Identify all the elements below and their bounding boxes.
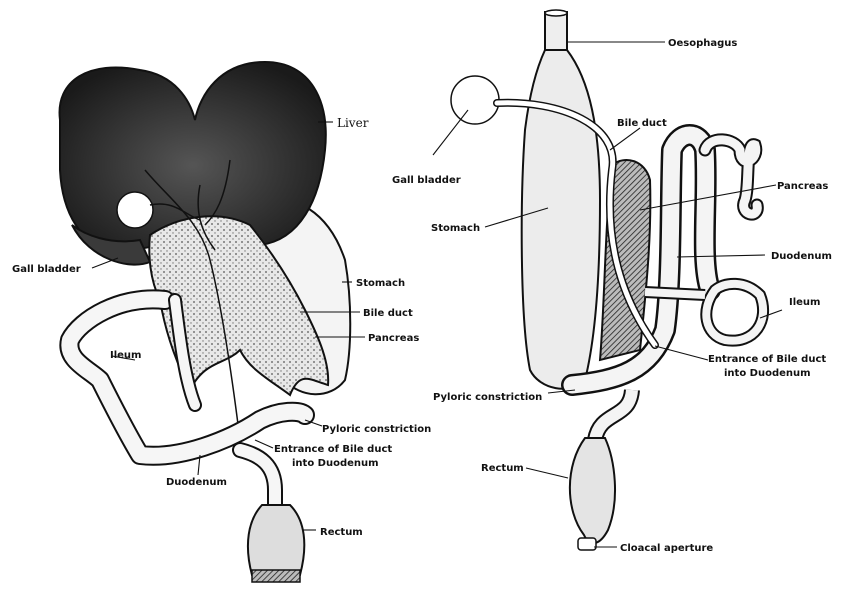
- label-oesophagus: Oesophagus: [668, 38, 737, 49]
- left-rectum: [246, 504, 306, 576]
- label-entrance-bile-duct-2: into Duodenum: [292, 458, 379, 469]
- left-pancreas: [148, 215, 330, 397]
- label-stomach: Stomach: [356, 278, 405, 289]
- label-right-entrance-2: into Duodenum: [724, 368, 811, 379]
- left-figure: Liver Gall bladder Stomach Bile duct Pan…: [12, 60, 431, 583]
- label-rectum: Rectum: [320, 527, 363, 538]
- right-figure: Oesophagus Bile duct Gall bladder Pancre…: [392, 9, 832, 554]
- label-right-ileum: Ileum: [789, 297, 820, 308]
- label-right-bile-duct: Bile duct: [617, 118, 667, 129]
- cloacal-aperture: [577, 537, 597, 551]
- right-gall-bladder: [450, 75, 500, 125]
- label-pyloric-constriction: Pyloric constriction: [322, 424, 431, 435]
- label-right-entrance-1: Entrance of Bile duct: [708, 354, 826, 365]
- label-right-pancreas: Pancreas: [777, 181, 828, 192]
- label-entrance-bile-duct-1: Entrance of Bile duct: [274, 444, 392, 455]
- left-intestine-fill: [61, 291, 313, 464]
- left-gall-bladder: [116, 191, 154, 229]
- label-right-stomach: Stomach: [431, 223, 480, 234]
- label-duodenum: Duodenum: [166, 477, 227, 488]
- label-right-rectum: Rectum: [481, 463, 524, 474]
- right-rectum: [568, 437, 617, 545]
- oesophagus: [544, 11, 568, 56]
- label-right-pyloric-constriction: Pyloric constriction: [433, 392, 542, 403]
- label-gall-bladder: Gall bladder: [12, 264, 81, 275]
- label-right-gall-bladder: Gall bladder: [392, 175, 461, 186]
- label-bile-duct: Bile duct: [363, 308, 413, 319]
- label-pancreas: Pancreas: [368, 333, 419, 344]
- label-ileum: Ileum: [110, 350, 141, 361]
- label-cloacal-aperture: Cloacal aperture: [620, 543, 713, 554]
- label-right-duodenum: Duodenum: [771, 251, 832, 262]
- left-rectum-opening: [251, 569, 301, 583]
- left-bile-duct: [144, 159, 241, 441]
- label-liver: Liver: [337, 116, 369, 130]
